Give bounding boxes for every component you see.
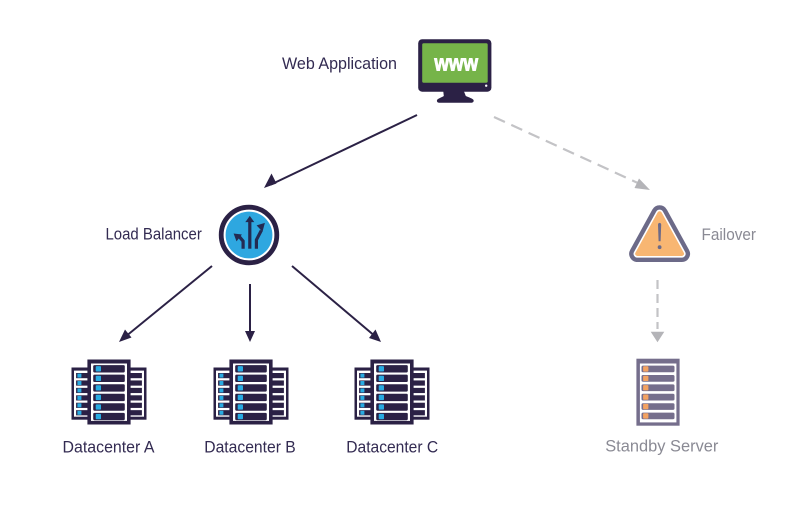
svg-text:Datacenter A: Datacenter A bbox=[63, 439, 155, 457]
svg-text:Web Application: Web Application bbox=[282, 55, 397, 73]
svg-text:Failover: Failover bbox=[702, 226, 757, 244]
svg-text:Standby Server: Standby Server bbox=[605, 437, 719, 455]
svg-text:Datacenter C: Datacenter C bbox=[346, 439, 438, 457]
svg-text:www: www bbox=[433, 51, 478, 76]
svg-text:Load Balancer: Load Balancer bbox=[106, 225, 203, 243]
svg-text:Datacenter B: Datacenter B bbox=[204, 439, 296, 457]
